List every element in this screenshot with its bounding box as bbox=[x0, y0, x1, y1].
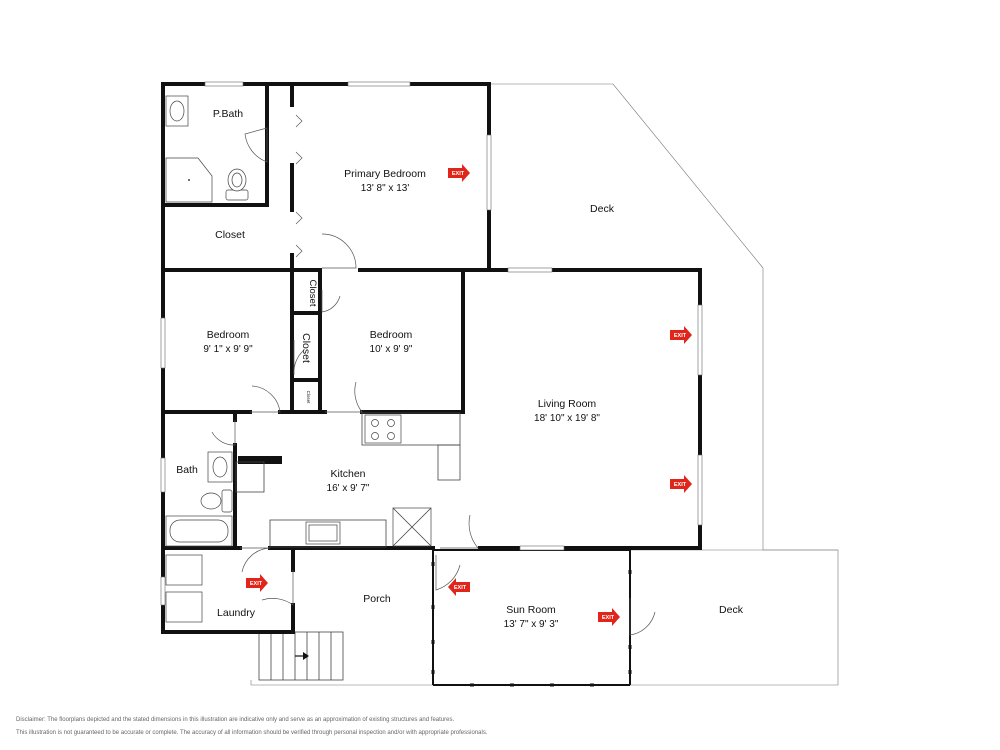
deck-outlines bbox=[250, 83, 839, 686]
room-label-laundry: Laundry bbox=[217, 607, 256, 619]
svg-text:EXIT: EXIT bbox=[452, 171, 465, 177]
kitchen-counters bbox=[235, 412, 461, 548]
room-dims-kitchen: 16' x 9' 7" bbox=[327, 483, 370, 494]
room-label-bath: Bath bbox=[176, 464, 198, 476]
exit-arrow-icon: EXIT bbox=[448, 164, 470, 182]
exit-arrow-icon: EXIT bbox=[670, 475, 692, 493]
doors bbox=[211, 114, 656, 636]
fridge-icon bbox=[392, 507, 432, 547]
room-label-primary-bedroom: Primary Bedroom bbox=[344, 168, 426, 180]
room-dims-bedroom: 10' x 9' 9" bbox=[370, 344, 413, 355]
shower-icon bbox=[165, 157, 213, 203]
svg-text:EXIT: EXIT bbox=[454, 585, 467, 591]
room-label-bedroom: Bedroom bbox=[207, 329, 250, 341]
pbath-toilet-icon bbox=[225, 168, 249, 201]
room-label-closet-small: Closet bbox=[307, 280, 318, 307]
bathtub-icon bbox=[165, 515, 233, 547]
pbath-sink-icon bbox=[165, 95, 189, 127]
room-label-bedroom: Bedroom bbox=[370, 329, 413, 341]
kitchen-sink-icon bbox=[305, 521, 341, 545]
stairs-arrow-icon bbox=[295, 652, 309, 660]
room-label-sun-room: Sun Room bbox=[506, 604, 556, 616]
svg-text:EXIT: EXIT bbox=[250, 581, 263, 587]
room-dims-living-room: 18' 10" x 19' 8" bbox=[534, 413, 600, 424]
fixtures bbox=[165, 95, 461, 623]
room-label-living-room: Living Room bbox=[538, 398, 597, 410]
exit-arrow-icon: EXIT bbox=[670, 326, 692, 344]
room-label-deck: Deck bbox=[590, 203, 615, 215]
bath-toilet-icon bbox=[200, 489, 233, 513]
room-label-deck: Deck bbox=[719, 604, 744, 616]
dryer-icon bbox=[165, 591, 203, 623]
exit-arrow-icon: EXIT bbox=[448, 578, 470, 596]
svg-text:EXIT: EXIT bbox=[674, 333, 687, 339]
svg-text:EXIT: EXIT bbox=[602, 615, 615, 621]
room-dims-primary-bedroom: 13' 8" x 13' bbox=[361, 183, 410, 194]
stove-icon bbox=[364, 414, 402, 444]
room-dims-sun-room: 13' 7" x 9' 3" bbox=[504, 619, 559, 630]
porch-stairs bbox=[258, 631, 344, 681]
washer-icon bbox=[165, 554, 203, 586]
exit-arrow-icon: EXIT bbox=[246, 574, 268, 592]
walls bbox=[161, 82, 702, 634]
room-label-kitchen: Kitchen bbox=[330, 468, 365, 480]
disclaimer-line: Disclaimer: The floorplans depicted and … bbox=[16, 717, 455, 723]
room-label-pbath: P.Bath bbox=[213, 108, 243, 120]
room-label-closet-tiny: Closet bbox=[306, 391, 311, 405]
disclaimer: Disclaimer: The floorplans depicted and … bbox=[16, 714, 488, 740]
bath-sink-icon bbox=[207, 451, 233, 483]
room-label-closet: Closet bbox=[215, 229, 245, 241]
disclaimer-line: This illustration is not guaranteed to b… bbox=[16, 730, 488, 736]
exit-arrow-icon: EXIT bbox=[598, 608, 620, 626]
windows bbox=[160, 81, 703, 606]
svg-text:EXIT: EXIT bbox=[674, 482, 687, 488]
room-label-closet-small: Closet bbox=[300, 333, 312, 363]
exit-markers: EXIT EXIT EXIT EXIT EXIT EXIT bbox=[246, 164, 692, 626]
room-dims-bedroom: 9' 1" x 9' 9" bbox=[203, 344, 253, 355]
room-label-porch: Porch bbox=[363, 593, 391, 605]
room-labels: P.Bath Primary Bedroom 13' 8" x 13' Clos… bbox=[176, 108, 744, 630]
